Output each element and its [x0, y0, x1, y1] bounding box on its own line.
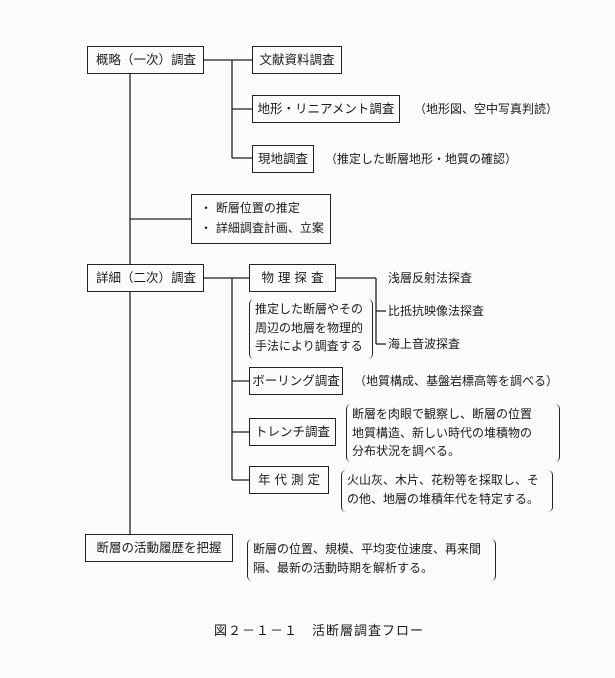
- boring-survey-box: ボーリング調査: [249, 367, 343, 395]
- description-line: 手法により調査する: [255, 339, 363, 354]
- physical-method-item: 海上音波探査: [386, 337, 463, 351]
- topography-lineament-note: （地形図、空中写真判読）: [412, 102, 561, 116]
- physical-method-item: 比抵抗映像法探査: [386, 304, 487, 318]
- field-survey-box: 現地調査: [252, 145, 314, 173]
- intermediate-task: ・ 断層位置の推定: [200, 201, 300, 215]
- intermediate-task: ・ 詳細調査計画、立案: [200, 220, 324, 235]
- figure-caption: 図２－１－１ 活断層調査フロー: [214, 624, 425, 639]
- description-line: 断層を肉眼で観察し、断層の位置: [352, 407, 533, 421]
- physical-exploration-box: 物 理 探 査: [249, 264, 336, 292]
- description-line: 推定した断層やその: [255, 302, 364, 316]
- description-line: 周辺の地層を物理的: [255, 320, 364, 335]
- age-dating-box: 年 代 測 定: [249, 466, 329, 494]
- trench-survey-description: 断層を肉眼で観察し、断層の位置 地質構造、新しい時代の堆積物の 分布状況を調べる…: [346, 404, 560, 462]
- description-line: の他、地層の堆積年代を特定する。: [347, 491, 540, 506]
- stage1-title-box: 概略（一次）調査: [87, 46, 204, 74]
- age-dating-description: 火山灰、木片、花粉等を採取し、そ の他、地層の堆積年代を特定する。: [341, 470, 553, 512]
- description-line: 断層の位置、規模、平均変位速度、再来間: [253, 542, 482, 556]
- stage2-title-box: 詳細（二次）調査: [87, 264, 204, 292]
- topography-lineament-survey-box: 地形・リニアメント調査: [252, 95, 400, 123]
- intermediate-tasks-box: ・ 断層位置の推定 ・ 詳細調査計画、立案: [191, 194, 331, 244]
- description-line: 隔、最新の活動時期を解析する。: [253, 560, 434, 575]
- literature-survey-box: 文献資料調査: [252, 46, 342, 74]
- field-survey-note: （推定した断層地形・地質の確認）: [323, 152, 520, 166]
- trench-survey-box: トレンチ調査: [249, 418, 336, 446]
- description-line: 火山灰、木片、花粉等を採取し、そ: [347, 473, 540, 487]
- description-line: 地質構造、新しい時代の堆積物の: [352, 425, 533, 440]
- stage3-title-box: 断層の活動履歴を把握: [85, 534, 233, 562]
- physical-exploration-description: 推定した断層やその 周辺の地層を物理的 手法により調査する: [249, 299, 373, 359]
- physical-method-item: 浅層反射法探査: [386, 271, 475, 285]
- description-line: 分布状況を調べる。: [352, 444, 461, 459]
- stage3-description: 断層の位置、規模、平均変位速度、再来間 隔、最新の活動時期を解析する。: [247, 539, 496, 581]
- boring-survey-note: （地質構成、基盤岩標高等を調べる）: [352, 374, 561, 388]
